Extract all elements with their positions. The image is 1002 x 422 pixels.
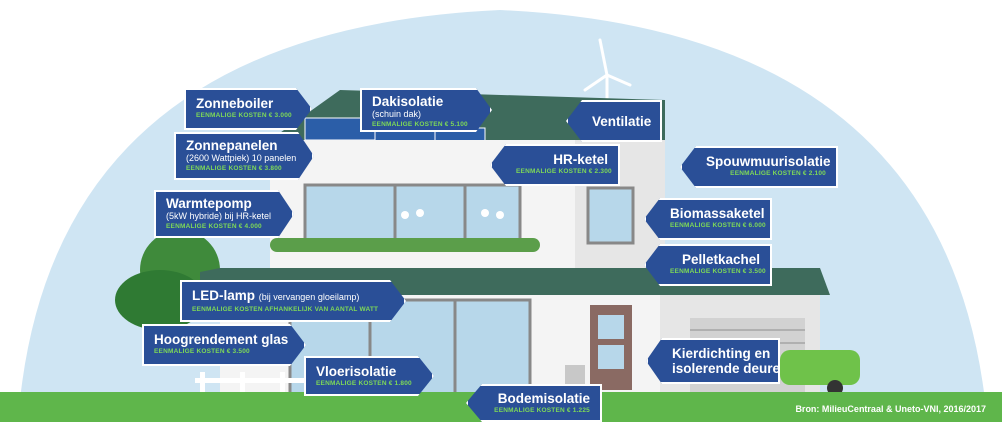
pelletkachel-title: Pelletkachel	[681, 252, 760, 267]
label-ventilatie: Ventilatie	[566, 100, 662, 142]
label-zonneboiler: Zonneboiler EENMALIGE KOSTEN € 3.000	[184, 88, 312, 130]
label-led-lamp: LED-lamp (bij vervangen gloeilamp) EENMA…	[180, 280, 406, 322]
hr-ketel-cost: EENMALIGE KOSTEN € 2.300	[516, 168, 612, 175]
led-lamp-title-row: LED-lamp (bij vervangen gloeilamp)	[192, 288, 382, 305]
warmtepomp-sub: (5kW hybride) bij HR-ketel	[166, 211, 272, 221]
plant-pot	[565, 365, 585, 387]
hoogrendement-title: Hoogrendement glas	[154, 332, 289, 347]
label-hoogrendement-glas: Hoogrendement glas EENMALIGE KOSTEN € 3.…	[142, 324, 306, 366]
hr-ketel-title: HR-ketel	[553, 152, 608, 167]
kierdichting-title-2: isolerende deuren	[672, 361, 789, 376]
dakisolatie-cost: EENMALIGE KOSTEN € 5.100	[372, 121, 468, 128]
label-bodemisolatie: Bodemisolatie EENMALIGE KOSTEN € 1.225	[466, 384, 602, 422]
label-dakisolatie: Dakisolatie (schuin dak) EENMALIGE KOSTE…	[360, 88, 492, 132]
dakisolatie-title: Dakisolatie	[372, 94, 444, 109]
dakisolatie-sub: (schuin dak)	[372, 109, 422, 119]
led-lamp-title: LED-lamp	[192, 288, 256, 303]
source-credit: Bron: MilieuCentraal & Uneto-VNI, 2016/2…	[795, 404, 986, 414]
biomassaketel-cost: EENMALIGE KOSTEN € 6.000	[670, 222, 766, 229]
zonnepanelen-sub: (2600 Wattpiek) 10 panelen	[186, 153, 297, 163]
bodemisolatie-cost: EENMALIGE KOSTEN € 1.225	[494, 407, 590, 414]
label-pelletkachel: Pelletkachel EENMALIGE KOSTEN € 3.500	[644, 244, 772, 286]
vloerisolatie-cost: EENMALIGE KOSTEN € 1.800	[316, 380, 412, 387]
label-kierdichting: Kierdichting en isolerende deuren	[646, 338, 780, 384]
spouwmuurisolatie-cost: EENMALIGE KOSTEN € 2.100	[730, 170, 826, 177]
spouwmuurisolatie-title: Spouwmuurisolatie	[706, 154, 831, 169]
label-warmtepomp: Warmtepomp (5kW hybride) bij HR-ketel EE…	[154, 190, 294, 238]
label-zonnepanelen: Zonnepanelen (2600 Wattpiek) 10 panelen …	[174, 132, 314, 180]
warmtepomp-title: Warmtepomp	[166, 196, 252, 211]
led-lamp-sub: (bij vervangen gloeilamp)	[258, 292, 360, 302]
biomassaketel-title: Biomassaketel	[670, 206, 765, 221]
label-spouwmuurisolatie: Spouwmuurisolatie EENMALIGE KOSTEN € 2.1…	[680, 146, 838, 188]
vloerisolatie-title: Vloerisolatie	[316, 364, 397, 379]
zonnepanelen-cost: EENMALIGE KOSTEN € 3.800	[186, 165, 282, 172]
label-biomassaketel: Biomassaketel EENMALIGE KOSTEN € 6.000	[644, 198, 772, 240]
label-hr-ketel: HR-ketel EENMALIGE KOSTEN € 2.300	[490, 144, 620, 186]
pelletkachel-cost: EENMALIGE KOSTEN € 3.500	[670, 268, 766, 275]
zonneboiler-cost: EENMALIGE KOSTEN € 3.000	[196, 112, 292, 119]
zonnepanelen-title: Zonnepanelen	[186, 138, 278, 153]
hoogrendement-cost: EENMALIGE KOSTEN € 3.500	[154, 348, 250, 355]
bodemisolatie-title: Bodemisolatie	[497, 391, 590, 406]
warmtepomp-cost: EENMALIGE KOSTEN € 4.000	[166, 223, 262, 230]
flower-box	[270, 209, 540, 252]
zonneboiler-title: Zonneboiler	[196, 96, 274, 111]
led-lamp-cost: EENMALIGE KOSTEN AFHANKELIJK VAN AANTAL …	[192, 306, 379, 313]
label-vloerisolatie: Vloerisolatie EENMALIGE KOSTEN € 1.800	[304, 356, 434, 396]
kierdichting-title-1: Kierdichting en	[672, 346, 771, 361]
ventilatie-title: Ventilatie	[592, 114, 652, 129]
side-window	[586, 186, 635, 245]
fence	[195, 372, 315, 392]
